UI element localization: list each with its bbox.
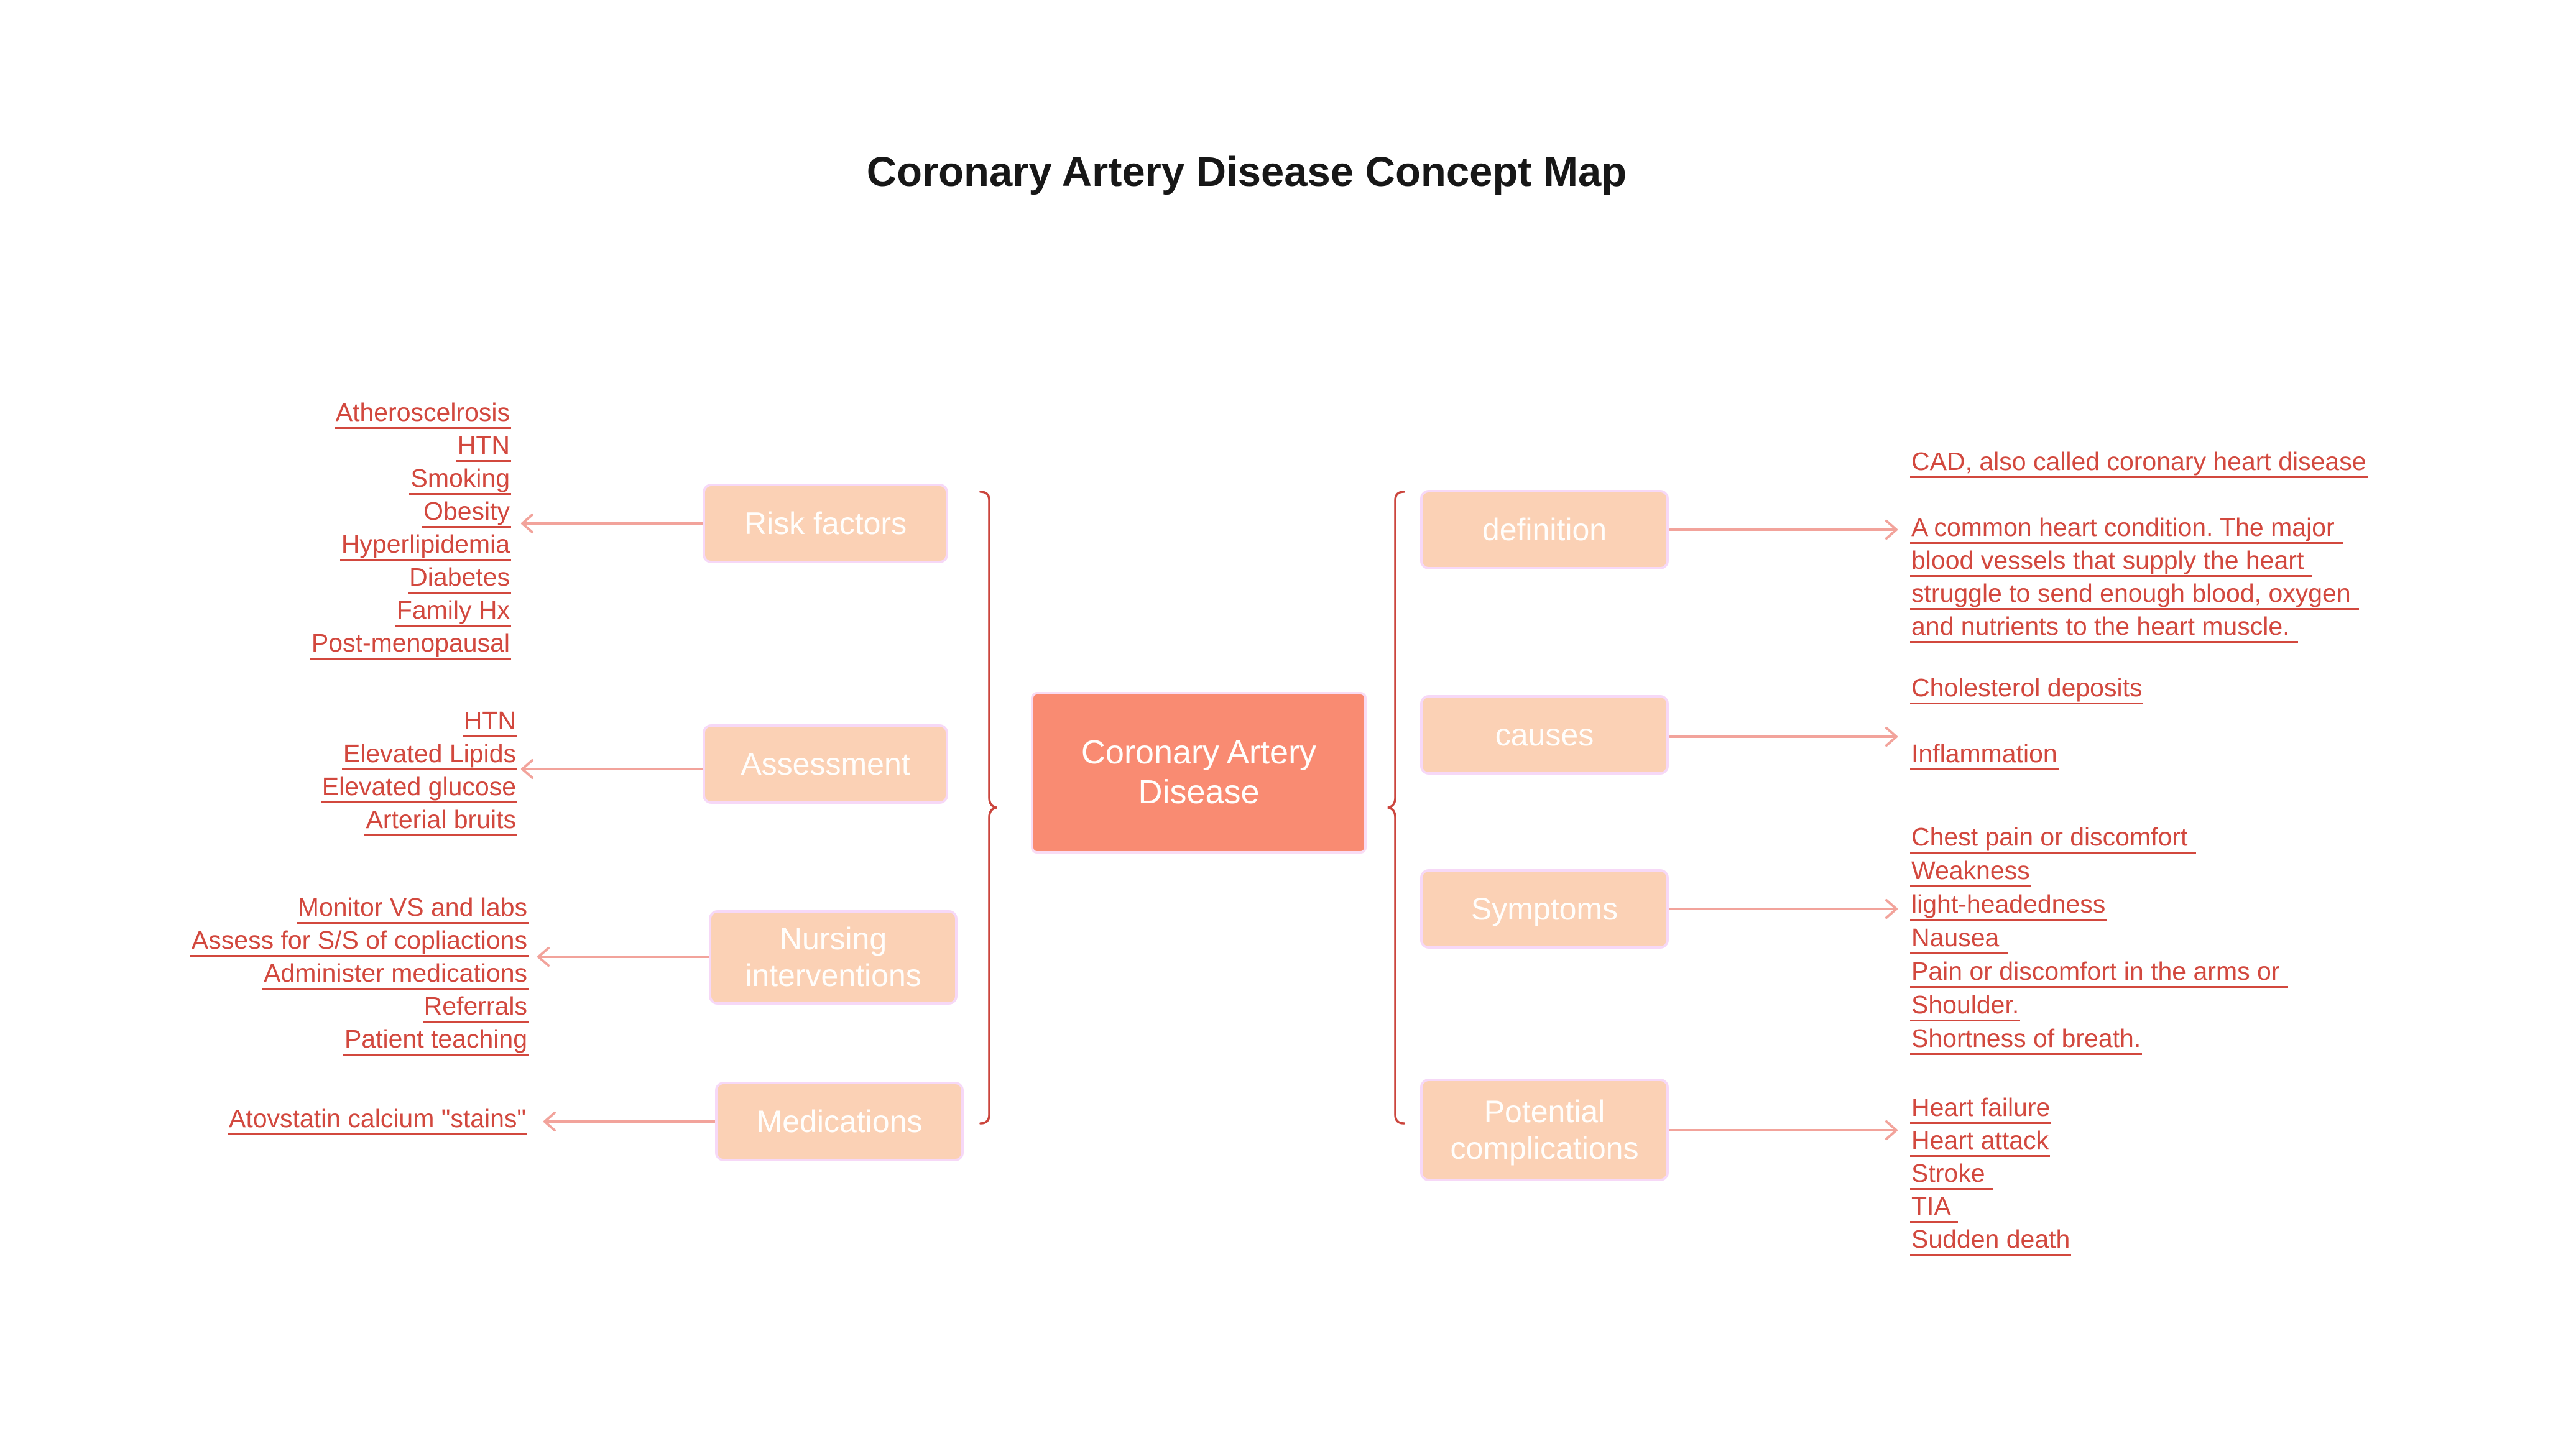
- node-medications[interactable]: Medications: [715, 1082, 964, 1161]
- list-item[interactable]: Stroke: [1910, 1159, 1993, 1190]
- list-item[interactable]: Nausea: [1910, 924, 2008, 954]
- arrow-risk-factors-head: [521, 514, 533, 533]
- list-item[interactable]: Administer medications: [262, 959, 529, 990]
- list-item[interactable]: HTN: [456, 431, 511, 462]
- definition-heading-list: CAD, also called coronary heart disease: [1910, 448, 2368, 481]
- list-item[interactable]: HTN: [462, 707, 517, 737]
- node-label: Coronary Artery Disease: [1081, 734, 1317, 811]
- list-item[interactable]: Diabetes: [408, 563, 511, 594]
- list-item[interactable]: Assess for S/S of copliactions: [190, 926, 529, 957]
- node-label: Nursing interventions: [745, 921, 921, 993]
- node-nursing-interventions[interactable]: Nursing interventions: [709, 910, 958, 1005]
- node-risk-factors[interactable]: Risk factors: [703, 484, 948, 563]
- list-item[interactable]: Family Hx: [395, 596, 511, 627]
- list-item[interactable]: Chest pain or discomfort: [1910, 823, 2196, 854]
- node-label: causes: [1495, 717, 1594, 752]
- node-label: Risk factors: [744, 505, 907, 541]
- node-label: Symptoms: [1470, 891, 1618, 926]
- list-item[interactable]: Heart attack: [1910, 1127, 2051, 1157]
- list-item[interactable]: Obesity: [422, 497, 511, 528]
- list-item[interactable]: Arterial bruits: [364, 806, 517, 836]
- arrow-medications-head: [543, 1112, 556, 1131]
- list-item[interactable]: blood vessels that supply the heart: [1910, 546, 2312, 577]
- list-item[interactable]: CAD, also called coronary heart disease: [1910, 448, 2368, 478]
- node-potential-complications[interactable]: Potential complications: [1420, 1079, 1669, 1181]
- list-item[interactable]: Inflammation: [1910, 740, 2059, 770]
- list-item[interactable]: Post-menopausal: [310, 629, 511, 660]
- node-label: Potential complications: [1450, 1094, 1639, 1166]
- list-item[interactable]: and nutrients to the heart muscle.: [1910, 612, 2298, 643]
- arrow-nursing-interventions-head: [537, 947, 550, 967]
- list-item[interactable]: Monitor VS and labs: [296, 893, 529, 924]
- list-item[interactable]: Elevated glucose: [320, 773, 517, 803]
- arrow-definition-head: [1885, 520, 1898, 540]
- list-item[interactable]: Shortness of breath.: [1910, 1025, 2143, 1055]
- list-item[interactable]: Elevated Lipids: [341, 740, 517, 770]
- list-item[interactable]: TIA: [1910, 1192, 1958, 1223]
- arrow-symptoms-head: [1885, 899, 1898, 919]
- list-item[interactable]: Pain or discomfort in the arms or: [1910, 957, 2288, 988]
- list-item[interactable]: Cholesterol deposits: [1910, 674, 2144, 704]
- node-symptoms[interactable]: Symptoms: [1420, 869, 1669, 949]
- list-item[interactable]: Shoulder.: [1910, 991, 2021, 1021]
- list-item[interactable]: light-headedness: [1910, 890, 2107, 921]
- right-brace: [1387, 491, 1405, 1125]
- arrow-causes-head: [1885, 727, 1898, 747]
- arrow-assessment-head: [521, 759, 533, 779]
- arrow-potential-complications-head: [1885, 1120, 1898, 1140]
- node-coronary-artery-disease[interactable]: Coronary Artery Disease: [1031, 692, 1367, 854]
- page-title[interactable]: Coronary Artery Disease Concept Map: [866, 149, 1627, 195]
- node-label: Medications: [756, 1104, 923, 1139]
- node-label: definition: [1482, 512, 1607, 547]
- node-label: Assessment: [741, 746, 910, 781]
- list-item[interactable]: struggle to send enough blood, oxygen: [1910, 579, 2360, 610]
- definition-paragraph: A common heart condition. The major bloo…: [1910, 514, 2360, 645]
- list-item[interactable]: Atovstatin calcium "stains": [227, 1105, 527, 1135]
- list-item[interactable]: A common heart condition. The major: [1910, 514, 2343, 544]
- list-item[interactable]: Sudden death: [1910, 1225, 2072, 1256]
- list-item[interactable]: Hyperlipidemia: [339, 530, 511, 561]
- node-causes[interactable]: causes: [1420, 695, 1669, 775]
- left-brace: [979, 491, 997, 1125]
- list-item[interactable]: Patient teaching: [343, 1025, 529, 1056]
- list-item[interactable]: Heart failure: [1910, 1094, 2052, 1124]
- list-item[interactable]: Referrals: [422, 992, 529, 1023]
- node-definition[interactable]: definition: [1420, 490, 1669, 569]
- list-item[interactable]: Weakness: [1910, 857, 2031, 887]
- list-item[interactable]: Smoking: [409, 464, 511, 495]
- medications-list: Atovstatin calcium "stains": [227, 1105, 527, 1138]
- list-item[interactable]: Atheroscelrosis: [334, 399, 511, 429]
- node-assessment[interactable]: Assessment: [703, 724, 948, 804]
